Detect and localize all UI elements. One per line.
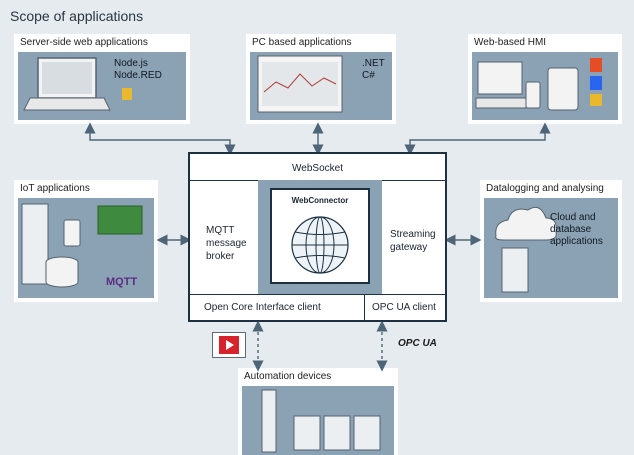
card-pc-based-panel: .NET C#: [250, 52, 392, 120]
card-server-side-label: Server-side web applications: [20, 37, 148, 48]
opcua-logo: OPC UA: [398, 338, 437, 349]
webconnector-box: WebConnector: [270, 188, 370, 284]
card-datalogging-label: Datalogging and analysing: [486, 183, 604, 194]
client-divider: [364, 294, 365, 320]
card-automation: Automation devices: [238, 368, 398, 455]
card-pc-based-label: PC based applications: [252, 37, 352, 48]
card-web-hmi-label: Web-based HMI: [474, 37, 547, 48]
card-web-hmi-panel: [472, 52, 618, 120]
websocket-label: WebSocket: [292, 163, 343, 174]
laptop-icon: [23, 57, 132, 111]
mqtt-logo: MQTT: [106, 276, 138, 288]
hmi-devices-icon: [475, 58, 602, 111]
cloud-icon: [495, 206, 557, 241]
bottom-divider: [190, 294, 445, 295]
cloud-database-icon: [495, 206, 557, 293]
card-web-hmi: Web-based HMI: [468, 34, 622, 124]
streaming-line-2: gateway: [390, 242, 428, 253]
mqtt-broker-line-2: message: [206, 238, 247, 249]
card-pc-based: PC based applications .NET C#: [246, 34, 396, 124]
oci-client-label: Open Core Interface client: [204, 302, 321, 313]
server-line-2: Node.RED: [114, 70, 162, 81]
play-button[interactable]: [212, 332, 246, 358]
card-server-side: Server-side web applications Node.js Nod…: [14, 34, 190, 124]
page-title: Scope of applications: [10, 8, 144, 24]
pc-line-1: .NET: [362, 58, 385, 69]
iot-devices-icon: [21, 203, 143, 288]
webconnector-label: WebConnector: [291, 196, 349, 205]
datalog-line-3: applications: [550, 236, 603, 247]
streaming-line-1: Streaming: [390, 229, 436, 240]
card-iot-panel: MQTT: [18, 198, 154, 298]
card-datalogging-panel: Cloud and database applications: [484, 198, 618, 298]
central-block: WebSocket MQTT message broker WebConnect…: [188, 152, 447, 322]
card-automation-panel: [242, 386, 394, 455]
play-icon: [219, 336, 239, 354]
datalog-line-1: Cloud and: [550, 212, 596, 223]
mqtt-broker-line-3: broker: [206, 251, 235, 262]
pc-line-2: C#: [362, 70, 375, 81]
globe-icon: [291, 216, 349, 274]
datalog-line-2: database: [550, 224, 592, 235]
opcua-client-label: OPC UA client: [372, 302, 436, 313]
card-automation-label: Automation devices: [244, 371, 332, 382]
automation-devices-icon: [261, 389, 381, 453]
desktop-monitor-icon: [257, 55, 343, 113]
card-iot: IoT applications MQTT: [14, 180, 158, 302]
card-datalogging: Datalogging and analysing Cloud and data…: [480, 180, 622, 302]
card-server-side-panel: Node.js Node.RED: [18, 52, 186, 120]
mqtt-broker-line-1: MQTT: [206, 225, 235, 236]
server-line-1: Node.js: [114, 58, 148, 69]
database-server-icon: [501, 247, 529, 293]
server-rack-icon: [21, 203, 49, 285]
card-iot-label: IoT applications: [20, 183, 90, 194]
